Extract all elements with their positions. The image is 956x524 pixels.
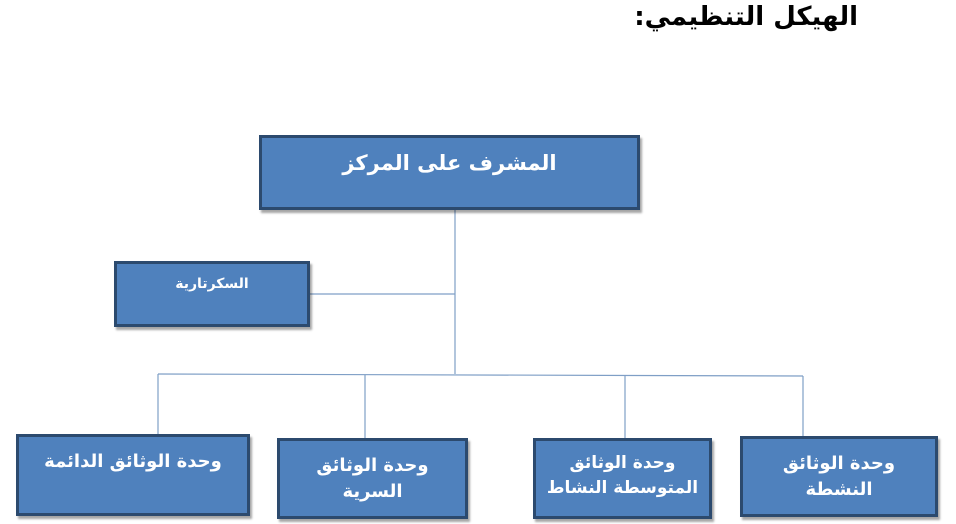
node-secret-docs-label-line2: السرية <box>342 481 403 503</box>
page-title: الهيكل التنظيمي: <box>634 2 858 32</box>
node-active-docs-label-line1: وحدة الوثائق <box>782 453 896 474</box>
node-secret-docs-unit: وحدة الوثائق السرية <box>277 438 468 519</box>
node-secret-docs-label-line1: وحدة الوثائق <box>316 455 429 476</box>
node-intermediate-docs-unit: وحدة الوثائق المتوسطة النشاط <box>533 438 712 519</box>
units-bus-line <box>157 373 804 377</box>
node-supervisor-label: المشرف على المركز <box>342 151 557 175</box>
node-supervisor: المشرف على المركز <box>259 135 640 210</box>
node-secretariat: السكرتارية <box>114 261 310 327</box>
node-permanent-docs-label: وحدة الوثائق الدائمة <box>44 451 222 472</box>
node-active-docs-label-line2: النشطة <box>805 479 873 501</box>
node-permanent-docs-unit: وحدة الوثائق الدائمة <box>16 434 250 516</box>
node-active-docs-unit: وحدة الوثائق النشطة <box>740 436 938 517</box>
node-intermediate-docs-label-line2: المتوسطة النشاط <box>546 477 699 498</box>
node-intermediate-docs-label-line1: وحدة الوثائق <box>569 453 676 473</box>
node-secretariat-label: السكرتارية <box>175 276 249 292</box>
